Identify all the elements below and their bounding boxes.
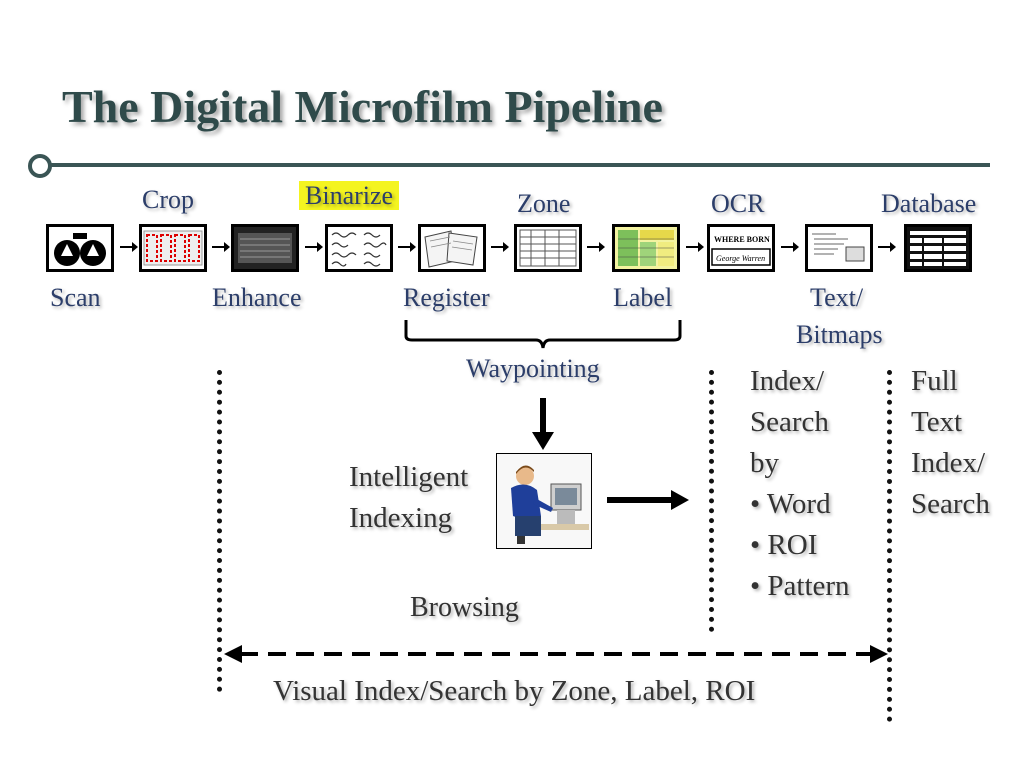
operator-image bbox=[496, 453, 592, 549]
step-label-ocr: OCR bbox=[711, 189, 765, 218]
index-boundary bbox=[709, 370, 714, 632]
pipeline-arrow-1 bbox=[120, 242, 138, 252]
pipeline-arrow-6 bbox=[587, 242, 605, 252]
page-title: The Digital Microfilm Pipeline bbox=[62, 81, 663, 132]
intelligent-indexing-label: Intelligent Indexing bbox=[349, 457, 468, 539]
fulltext-line1: Full bbox=[911, 365, 958, 397]
enhanced-film-icon bbox=[234, 227, 296, 269]
step-label-bitmaps: Bitmaps bbox=[796, 320, 883, 349]
index-search-bullet-roi: • ROI bbox=[750, 529, 818, 561]
step-label-label: Label bbox=[613, 283, 673, 312]
right-arrow-icon bbox=[607, 490, 689, 510]
handwriting-icon bbox=[328, 227, 390, 269]
enhance-thumbnail bbox=[231, 224, 299, 272]
step-label-database: Database bbox=[881, 189, 977, 218]
pipeline-arrow-5 bbox=[491, 242, 509, 252]
zoned-form-icon bbox=[517, 227, 579, 269]
register-thumbnail bbox=[418, 224, 486, 272]
step-label-enhance: Enhance bbox=[212, 283, 302, 312]
fulltext-line2: Text bbox=[911, 406, 963, 438]
step-label-binarize: Binarize bbox=[299, 181, 400, 211]
step-label-scan: Scan bbox=[50, 283, 101, 312]
pipeline-arrow-2 bbox=[212, 242, 230, 252]
label-thumbnail bbox=[612, 224, 680, 272]
step-label-crop: Crop bbox=[142, 185, 194, 214]
index-search-bullet-word: • Word bbox=[750, 488, 831, 520]
intelligent-indexing-line1: Intelligent bbox=[349, 461, 469, 493]
intelligent-indexing-line2: Indexing bbox=[349, 502, 453, 534]
step-label-register: Register bbox=[403, 283, 490, 312]
down-arrow-icon bbox=[532, 398, 554, 450]
skewed-pages-icon bbox=[421, 227, 483, 269]
browsing-label: Browsing bbox=[410, 592, 519, 623]
person-at-computer-icon bbox=[497, 454, 591, 548]
ocr-thumb-line2: George Warren bbox=[716, 254, 765, 263]
index-search-block: Index/ Search by • Word • ROI • Pattern bbox=[750, 361, 850, 607]
index-search-bullet-pattern: • Pattern bbox=[750, 570, 850, 602]
fulltext-line3: Index/ bbox=[911, 447, 986, 479]
waypointing-brace bbox=[404, 320, 682, 349]
zone-thumbnail bbox=[514, 224, 582, 272]
binarize-thumbnail bbox=[325, 224, 393, 272]
pipeline-arrow-7 bbox=[686, 242, 704, 252]
labeled-form-icon bbox=[615, 227, 677, 269]
pipeline-arrow-4 bbox=[398, 242, 416, 252]
ocr-document-icon: WHERE BORN George Warren bbox=[710, 227, 772, 269]
pipeline-arrow-8 bbox=[781, 242, 799, 252]
pipeline-arrow-9 bbox=[878, 242, 896, 252]
index-search-line3: by bbox=[750, 447, 779, 479]
database-thumbnail bbox=[904, 224, 972, 272]
crop-frames-icon bbox=[143, 230, 203, 266]
text-bitmaps-thumbnail bbox=[805, 224, 873, 272]
pipeline-arrow-3 bbox=[305, 242, 323, 252]
visual-index-caption: Visual Index/Search by Zone, Label, ROI bbox=[273, 675, 756, 707]
browse-boundary-left bbox=[217, 370, 222, 692]
fulltext-boundary bbox=[887, 370, 892, 722]
fulltext-line4: Search bbox=[911, 488, 990, 520]
fulltext-block: Full Text Index/ Search bbox=[911, 361, 990, 525]
film-reel-icon bbox=[49, 227, 111, 269]
scan-thumbnail bbox=[46, 224, 114, 272]
database-table-icon bbox=[907, 227, 969, 269]
binarize-highlight: Binarize bbox=[299, 181, 400, 210]
step-label-text: Text/ bbox=[810, 283, 864, 312]
index-search-line2: Search bbox=[750, 406, 829, 438]
crop-thumbnail bbox=[139, 224, 207, 272]
title-divider-dot bbox=[28, 154, 52, 178]
waypointing-label: Waypointing bbox=[466, 354, 600, 383]
step-label-zone: Zone bbox=[517, 189, 571, 218]
text-document-icon bbox=[808, 227, 870, 269]
browse-range-arrow bbox=[224, 645, 888, 663]
ocr-thumb-line1: WHERE BORN bbox=[714, 235, 770, 244]
index-search-line1: Index/ bbox=[750, 365, 825, 397]
ocr-thumbnail: WHERE BORN George Warren bbox=[707, 224, 775, 272]
title-divider bbox=[38, 163, 990, 167]
